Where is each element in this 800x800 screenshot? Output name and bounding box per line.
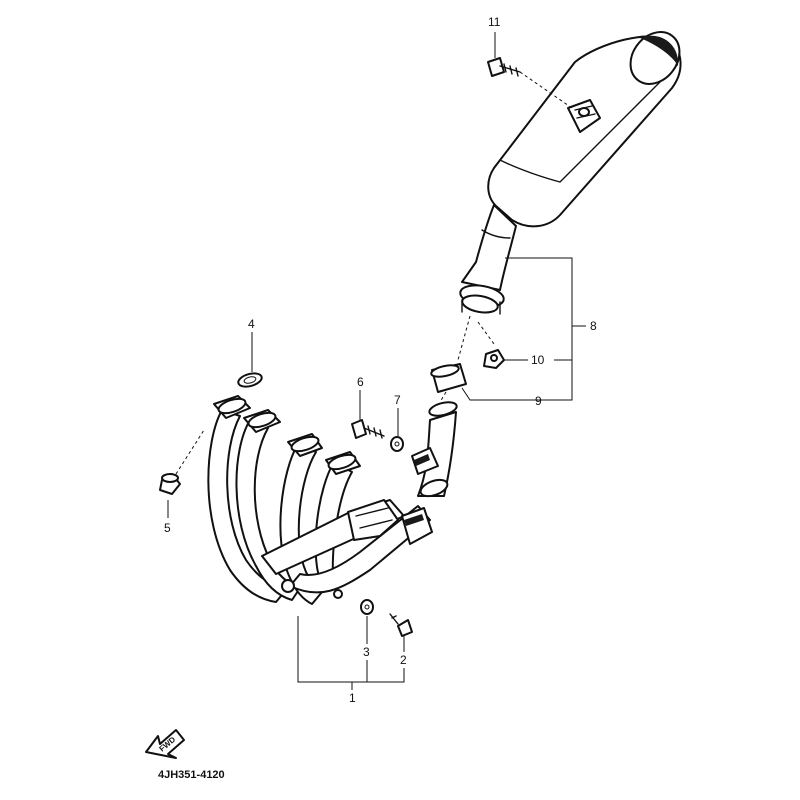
front-direction-arrow-icon: FWD: [145, 729, 185, 759]
bracket-bolt[interactable]: [351, 419, 385, 439]
flange-nut[interactable]: [159, 429, 205, 495]
diagram-code: 4JH351-4120: [158, 769, 225, 781]
callout-3: 3: [363, 645, 370, 659]
header-washer[interactable]: [360, 599, 374, 615]
exhaust-header-assembly[interactable]: [207, 395, 458, 605]
callout-11: 11: [488, 15, 501, 29]
exhaust-gasket[interactable]: [237, 371, 263, 389]
muffler-mount-bolt[interactable]: [487, 57, 573, 109]
callout-2: 2: [400, 653, 407, 667]
muffler-gasket[interactable]: [430, 363, 467, 393]
callout-4: 4: [248, 317, 255, 331]
clamp-nut[interactable]: [483, 349, 505, 369]
callout-8: 8: [590, 319, 597, 333]
header-bolt[interactable]: [389, 613, 413, 637]
callout-7: 7: [394, 393, 401, 407]
callout-5: 5: [164, 521, 171, 535]
muffler[interactable]: [459, 22, 690, 315]
callout-1: 1: [349, 691, 356, 705]
callout-6: 6: [357, 375, 364, 389]
callout-10: 10: [531, 353, 545, 367]
callout-9: 9: [535, 394, 542, 408]
leader-lines: [167, 32, 586, 690]
bracket-washer[interactable]: [390, 436, 404, 452]
